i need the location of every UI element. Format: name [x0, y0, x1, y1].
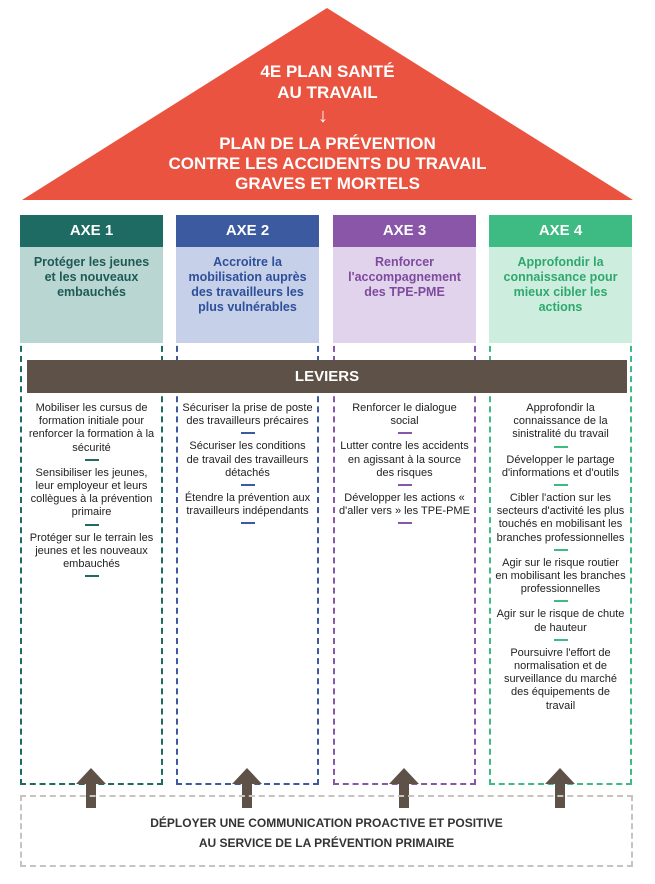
lever-item: Développer les actions « d'aller vers » … [339, 492, 470, 518]
axe1-header: AXE 1 [20, 215, 163, 247]
lever-item: Sécuriser les conditions de travail des … [186, 440, 309, 479]
separator [84, 523, 99, 526]
footer-line: DÉPLOYER UNE COMMUNICATION PROACTIVE ET … [150, 816, 503, 830]
separator [553, 638, 568, 641]
axe3-objective: Renforcer l'accompagnement des TPE-PME [333, 247, 476, 343]
separator [397, 432, 412, 435]
axe4-levers: Approfondir la connaissance de la sinist… [495, 402, 626, 713]
separator [397, 522, 412, 525]
plan-title-line: CONTRE LES ACCIDENTS DU TRAVAIL [168, 154, 487, 173]
leviers-bar: LEVIERS [27, 360, 627, 393]
lever-item: Poursuivre l'effort de normalisation et … [503, 646, 618, 712]
lever-item: Renforcer le dialogue social [352, 402, 457, 428]
roof-triangle [22, 8, 633, 200]
lever-item: Mobiliser les cursus de formation initia… [28, 402, 155, 454]
lever-item: Sécuriser la prise de poste des travaill… [182, 402, 313, 428]
separator [240, 484, 255, 487]
arrow-up-icon [389, 768, 419, 808]
arrow-down-icon: ↓ [318, 105, 328, 127]
axe2-objective: Accroitre la mobilisation auprès des tra… [176, 247, 319, 343]
separator [240, 432, 255, 435]
separator [553, 484, 568, 487]
lever-item: Approfondir la connaissance de la sinist… [512, 402, 609, 441]
axe2-header: AXE 2 [176, 215, 319, 247]
plan-title: PLAN DE LA PRÉVENTION CONTRE LES ACCIDEN… [0, 134, 655, 194]
plan-sante-label-line2: AU TRAVAIL [277, 83, 378, 102]
separator [397, 484, 412, 487]
arrow-up-icon [232, 768, 262, 808]
separator [553, 445, 568, 448]
axe3-levers: Renforcer le dialogue social Lutter cont… [339, 402, 470, 530]
lever-item: Sensibiliser les jeunes, leur employeur … [30, 466, 153, 519]
axe4-objective: Approfondir la connaissance pour mieux c… [489, 247, 632, 343]
separator [553, 600, 568, 603]
lever-item: Développer le partage d'informations et … [501, 453, 620, 479]
plan-sante-label: 4E PLAN SANTÉ [260, 62, 395, 81]
footer-communication: DÉPLOYER UNE COMMUNICATION PROACTIVE ET … [20, 795, 633, 867]
lever-item: Lutter contre les accidents en agissant … [340, 440, 469, 479]
axe4-header: AXE 4 [489, 215, 632, 247]
lever-item: Agir sur le risque routier en mobilisant… [495, 556, 626, 596]
plan-title-line: GRAVES ET MORTELS [235, 174, 420, 193]
lever-item: Cibler l'action sur les secteurs d'activ… [496, 492, 625, 544]
plan-title-line: PLAN DE LA PRÉVENTION [219, 134, 436, 153]
separator [84, 458, 99, 461]
axe3-header: AXE 3 [333, 215, 476, 247]
lever-item: Agir sur le risque de chute de hauteur [496, 608, 625, 634]
separator [553, 548, 568, 551]
arrow-up-icon [545, 768, 575, 808]
arrow-up-icon [76, 768, 106, 808]
separator [84, 575, 99, 578]
axe1-objective: Protéger les jeunes et les nouveaux emba… [20, 247, 163, 343]
axe2-levers: Sécuriser la prise de poste des travaill… [182, 402, 313, 530]
footer-line: AU SERVICE DE LA PRÉVENTION PRIMAIRE [198, 836, 455, 850]
separator [240, 522, 255, 525]
axe1-levers: Mobiliser les cursus de formation initia… [26, 402, 157, 583]
lever-item: Étendre la prévention aux travailleurs i… [184, 492, 311, 518]
lever-item: Protéger sur le terrain les jeunes et le… [29, 531, 154, 571]
